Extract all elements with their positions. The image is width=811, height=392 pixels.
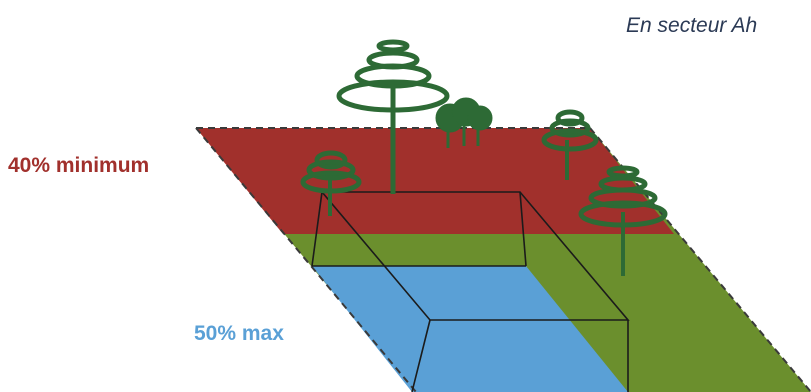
planted-zone-label: 40% minimum bbox=[8, 154, 150, 177]
tree-icon bbox=[435, 97, 493, 148]
parcel-edge-left bbox=[195, 127, 417, 392]
tree-icon bbox=[300, 150, 362, 216]
page-title: En secteur Ah bbox=[626, 14, 758, 37]
building-volume-wireframe bbox=[311, 191, 630, 392]
parcel-edge-right bbox=[589, 127, 811, 392]
built-zone-label: 50% max bbox=[194, 322, 284, 345]
tree-icon bbox=[336, 39, 450, 194]
parcel-planted-zone bbox=[196, 128, 674, 234]
tree-icon bbox=[541, 109, 599, 180]
tree-icon bbox=[578, 165, 668, 276]
